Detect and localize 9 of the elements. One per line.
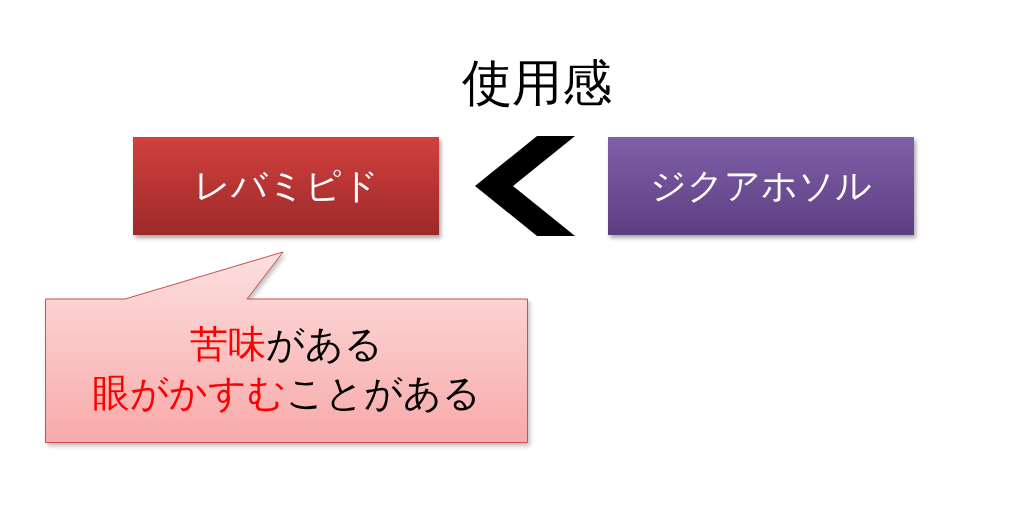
- box-label: レバミピド: [193, 168, 379, 204]
- title: 使用感: [461, 58, 613, 108]
- callout-text: 眼がかすむことがある: [92, 370, 481, 417]
- label-box: [608, 137, 914, 235]
- label-box: [133, 137, 439, 235]
- callout-text: 苦味がある: [190, 320, 383, 368]
- chevron-arrow: [475, 136, 576, 236]
- speech-bubble: [45, 250, 528, 443]
- box-label: ジクアホソル: [650, 168, 872, 204]
